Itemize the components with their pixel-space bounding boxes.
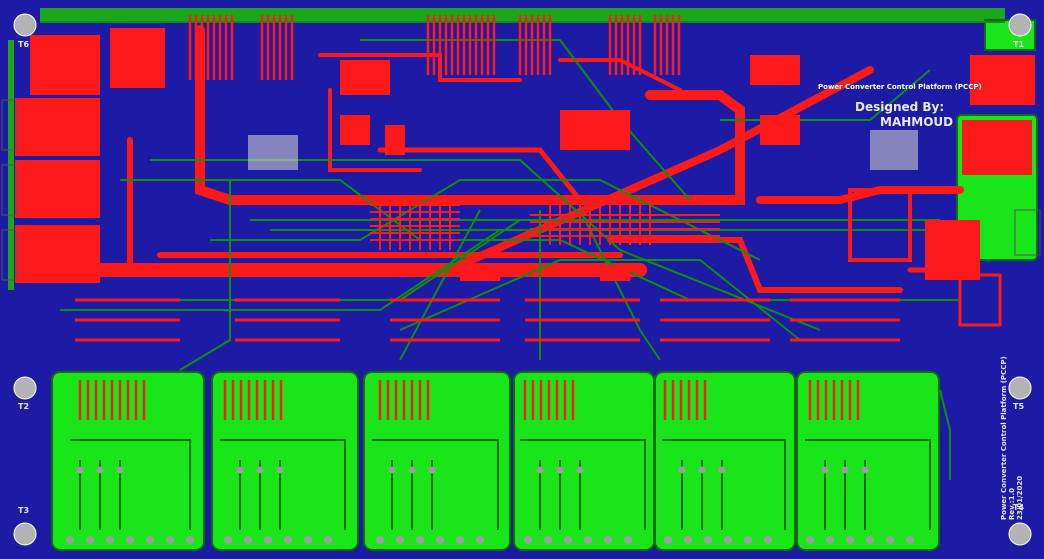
mounting-holes xyxy=(13,13,1032,546)
top-header-blocks xyxy=(188,15,681,80)
mount-hole-top-right xyxy=(1008,13,1032,37)
right-components xyxy=(848,55,1041,327)
central-ic-fanout xyxy=(370,195,720,250)
silk-side-title: Power Converter Control Platform (PCCP) xyxy=(1000,356,1008,520)
mount-hole-top-left xyxy=(13,13,37,37)
mount-label-t4: T4 xyxy=(1013,503,1025,512)
mid-smd-rows xyxy=(75,298,900,342)
bottom-edge-pads xyxy=(66,466,914,544)
driver-channel-traces xyxy=(78,380,860,420)
top-copper-traces xyxy=(93,25,964,293)
mount-hole-bottom-left xyxy=(13,522,37,546)
silk-designed-by: Designed By: xyxy=(855,100,945,114)
mount-label-t5: T5 xyxy=(1013,402,1025,411)
mount-label-t6: T6 xyxy=(18,40,30,49)
left-connectors xyxy=(1,28,165,283)
mount-label-t2: T2 xyxy=(18,402,30,411)
upper-components xyxy=(340,55,800,281)
silk-title-top: Power Converter Control Platform (PCCP) xyxy=(818,83,982,91)
qr-code-marks xyxy=(248,130,918,170)
pour-island-traces xyxy=(70,439,931,530)
mount-label-t1: T1 xyxy=(1013,40,1025,49)
bottom-pour-islands xyxy=(51,19,1038,551)
mount-hole-bottom-right xyxy=(1008,522,1032,546)
mount-label-t3: T3 xyxy=(18,506,30,515)
silk-designer-name: MAHMOUD xyxy=(880,115,954,129)
mount-hole-mid-right xyxy=(1008,376,1032,400)
mount-hole-mid-left xyxy=(13,376,37,400)
board-border-trace xyxy=(40,8,1005,22)
